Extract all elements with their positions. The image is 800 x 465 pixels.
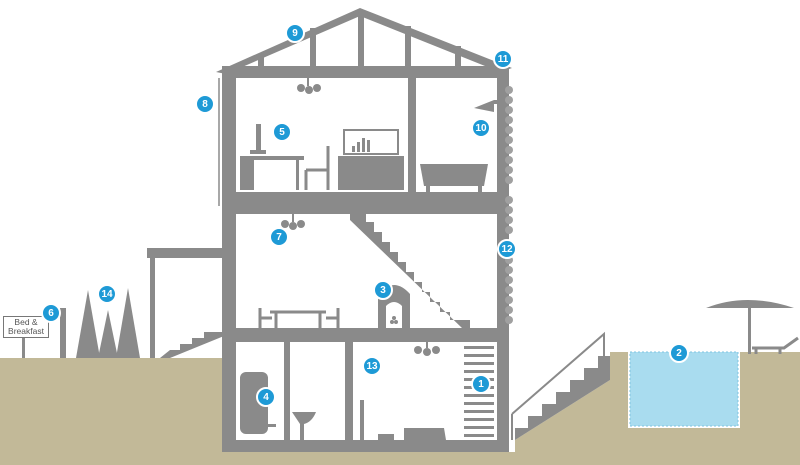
garden-staircase [515,356,610,440]
sun-lounger-icon [752,336,799,354]
porch-staircase [160,332,224,358]
marker-12[interactable]: 12 [497,239,517,259]
sideboard-icon [338,129,404,190]
wash-basin-icon [292,412,316,440]
stair-handrail [511,331,605,440]
house-structure [147,8,512,452]
chandelier-icon [281,214,305,230]
swimming-pool [629,351,739,427]
ceiling-lamp-icon [297,78,321,94]
sign-post [22,308,66,358]
marker-14[interactable]: 14 [97,284,117,304]
sauna-bench-icon [360,400,446,440]
sign-line-2: Breakfast [8,326,44,336]
bed-and-breakfast-sign: Bed & Breakfast [3,316,49,338]
marker-2[interactable]: 2 [669,343,689,363]
marker-7[interactable]: 7 [269,227,289,247]
interior-staircase [350,214,470,328]
chair-icon [304,146,330,190]
marker-8[interactable]: 8 [195,94,215,114]
bathtub-icon [420,164,488,192]
marker-10[interactable]: 10 [471,118,491,138]
marker-9[interactable]: 9 [285,23,305,43]
parasol-icon [706,300,794,354]
marker-4[interactable]: 4 [256,387,276,407]
marker-11[interactable]: 11 [493,49,513,69]
shower-head-icon [474,100,498,112]
marker-6[interactable]: 6 [41,303,61,323]
marker-3[interactable]: 3 [373,280,393,300]
marker-5[interactable]: 5 [272,122,292,142]
marker-1[interactable]: 1 [471,374,491,394]
trees-icon [76,288,140,358]
desk-icon [240,124,304,190]
dining-table-icon [258,308,340,328]
sign-line-1: Bed & [14,317,38,327]
insulation-texture [505,86,513,324]
marker-13[interactable]: 13 [362,356,382,376]
ground [0,352,800,465]
basement-light-icon [414,342,440,356]
